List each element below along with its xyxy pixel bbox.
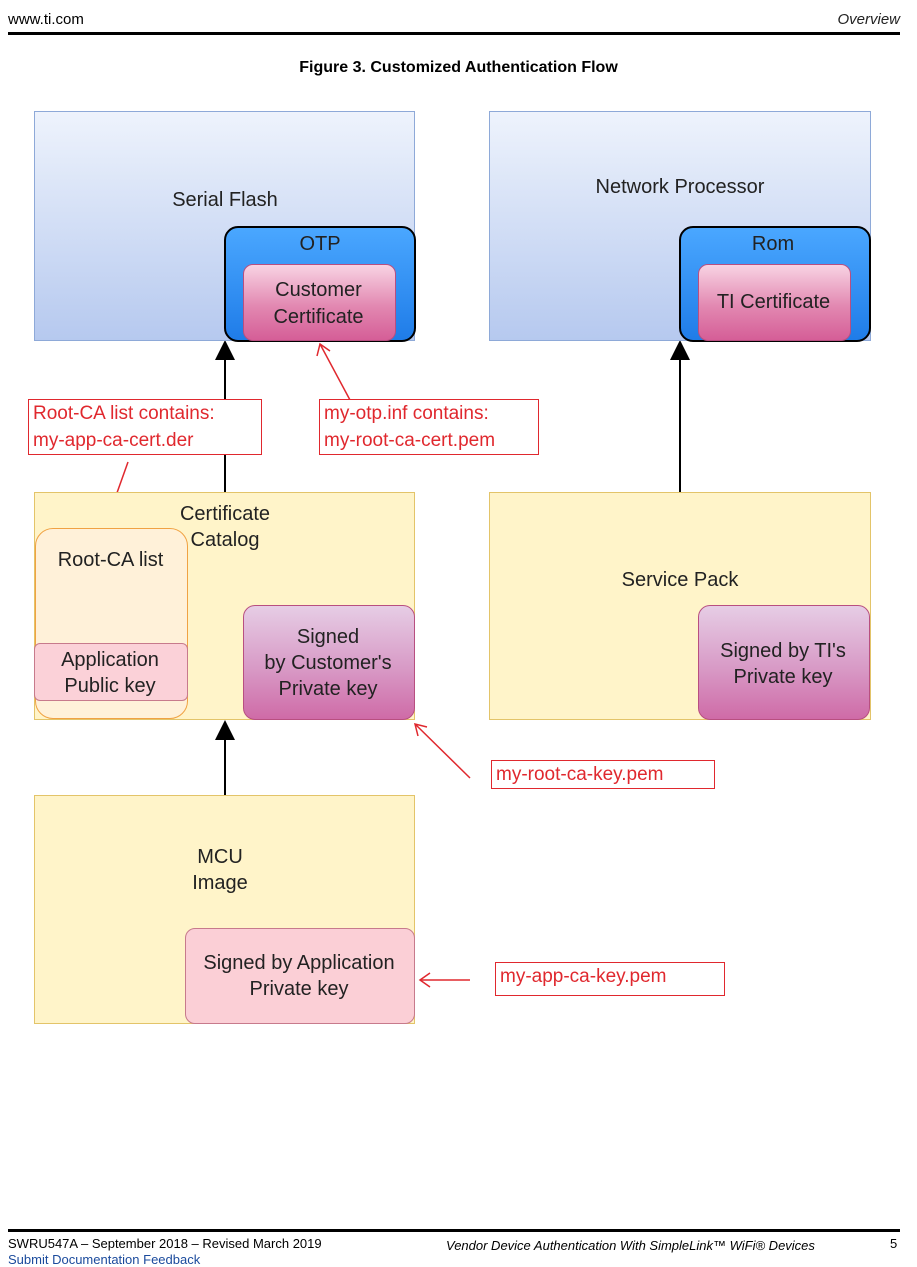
signed-customer-line1: Signed: [296, 626, 360, 648]
footer-doc-id: SWRU547A – September 2018 – Revised Marc…: [8, 1236, 322, 1251]
signed-ti-line2: Private key: [733, 666, 833, 688]
otp-label: OTP: [299, 233, 341, 255]
note-otp-inf: my-otp.inf contains: my-root-ca-cert.pem: [319, 399, 539, 455]
ti-certificate-label: TI Certificate: [716, 291, 831, 313]
footer-doc-title: Vendor Device Authentication With Simple…: [446, 1238, 815, 1253]
note-root-ca-line1: Root-CA list contains:: [33, 403, 215, 424]
signed-app-line2: Private key: [249, 978, 349, 1000]
mcu-line1: MCU: [197, 846, 243, 868]
app-public-key-line2: Public key: [64, 675, 156, 697]
app-public-key-line1: Application: [61, 649, 159, 671]
ti-certificate-block: [698, 264, 851, 341]
customer-certificate-block: [243, 264, 396, 341]
signed-customer-key-block: [243, 605, 415, 720]
figure-title: Figure 3. Customized Authentication Flow: [299, 59, 618, 76]
signed-customer-line3: Private key: [278, 678, 378, 700]
note-otp-line1: my-otp.inf contains:: [324, 403, 489, 424]
note-root-ca-key: my-root-ca-key.pem: [491, 760, 715, 789]
customer-cert-line1: Customer: [275, 279, 362, 301]
mcu-line2: Image: [192, 872, 248, 894]
header-site: www.ti.com: [8, 11, 84, 28]
catalog-line1: Certificate: [179, 503, 271, 525]
signed-app-line1: Signed by Application: [203, 952, 395, 974]
signed-app-key-block: [185, 928, 415, 1024]
footer-rule: [8, 1229, 900, 1232]
serial-flash-label: Serial Flash: [172, 189, 278, 211]
signed-ti-line1: Signed by TI's: [720, 640, 846, 662]
signed-customer-line2: by Customer's: [264, 652, 392, 674]
note-otp-line2: my-root-ca-cert.pem: [324, 430, 496, 451]
network-processor-label: Network Processor: [595, 176, 765, 198]
application-public-key-block: [34, 643, 188, 701]
header-section: Overview: [837, 11, 900, 28]
footer-feedback-link[interactable]: Submit Documentation Feedback: [8, 1252, 201, 1267]
signed-ti-key-block: [698, 605, 870, 720]
root-ca-list-label: Root-CA list: [57, 549, 164, 571]
header-rule: [8, 32, 900, 35]
footer-page-number: 5: [890, 1236, 898, 1251]
customer-cert-line2: Certificate: [273, 306, 364, 328]
note-root-ca-list: Root-CA list contains: my-app-ca-cert.de…: [28, 399, 262, 455]
service-pack-label: Service Pack: [621, 569, 739, 591]
note-root-ca-line2: my-app-ca-cert.der: [33, 430, 194, 451]
note-app-ca-key: my-app-ca-key.pem: [495, 962, 725, 996]
rom-label: Rom: [751, 233, 795, 255]
catalog-line2: Catalog: [190, 529, 260, 551]
